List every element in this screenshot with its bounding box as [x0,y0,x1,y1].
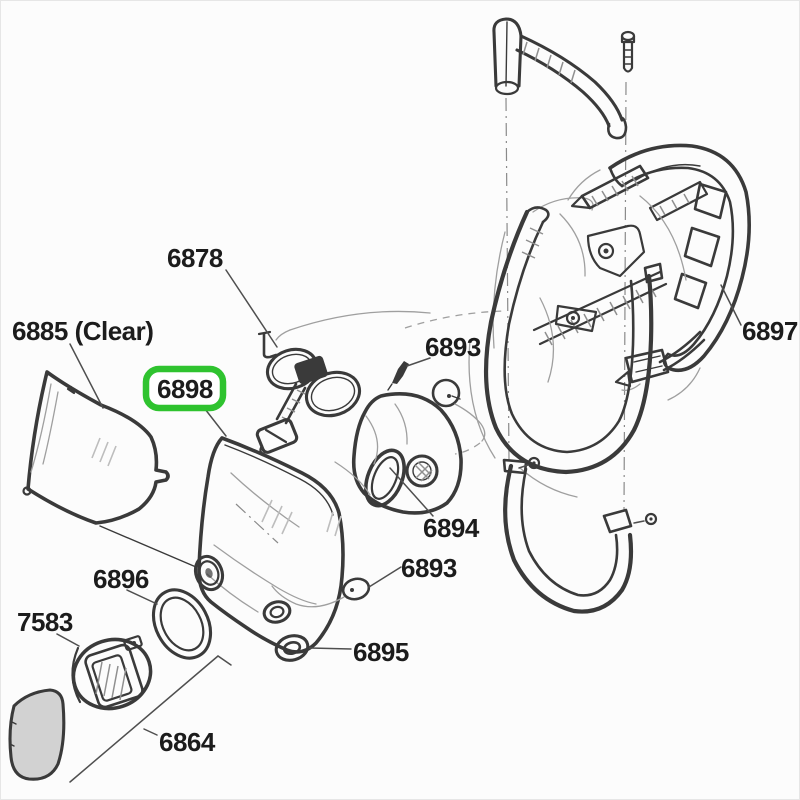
valve-6893-bottom-drawing [271,577,371,608]
top-strap-drawing [492,17,628,140]
part-label-6878: 6878 [167,243,223,273]
nose-cup-6894-drawing [334,392,463,515]
part-label-6895: 6895 [353,637,409,667]
part-label-6893-top: 6893 [425,332,481,362]
highlight-box [142,365,227,412]
filter-pad-drawing [8,688,66,781]
o-ring-6896-drawing [151,588,213,660]
lens-6898-drawing [99,436,345,654]
kit-bracket-6864-line [69,655,232,783]
part-label-7583: 7583 [17,607,73,637]
lens-cover-6885-drawing [22,370,170,525]
head-harness-drawing [532,143,751,401]
part-label-6885: 6885 (Clear) [12,316,153,346]
part-label-6896: 6896 [93,564,149,594]
part-label-6894: 6894 [423,513,480,543]
leader-lines [56,269,742,736]
part-label-6864: 6864 [159,727,216,757]
part-label-6897: 6897 [742,316,798,346]
lower-frame-band-drawing [502,456,658,614]
spectacle-kit-6878-drawing [255,310,431,456]
part-label-6898-highlighted: 6898 [142,365,227,412]
part-label-6898: 6898 [157,374,213,404]
valve-cover-7583-drawing [71,635,153,711]
gasket-6895-drawing [274,634,310,662]
valve-6893-top-drawing [387,361,486,455]
lens-frame-drawing [483,206,664,475]
part-label-6893-bottom: 6893 [401,553,457,583]
part-labels: 6878 6885 (Clear) 6898 6893 6897 6894 68… [12,243,798,757]
screw-drawing [620,30,636,73]
